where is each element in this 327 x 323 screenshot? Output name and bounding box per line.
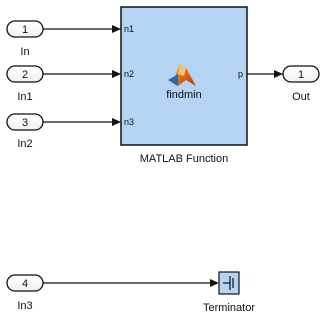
inport-block[interactable]: 1 [6,20,44,38]
arrowhead-icon [112,70,121,78]
matlab-function-block[interactable]: n1 n2 n3 p findmin [120,6,248,146]
inport-number: 4 [22,278,28,290]
inport-number: 3 [22,117,28,129]
terminator-label: Terminator [203,302,255,314]
inport-label: In1 [17,91,32,103]
inport-label: In [20,46,29,58]
matlab-logo-icon [168,64,196,86]
arrowhead-icon [112,118,121,126]
output-port-label: p [238,69,243,79]
arrowhead-icon [112,25,121,33]
function-name: findmin [166,89,201,101]
signal-line[interactable] [43,70,121,78]
outport-number: 1 [298,69,304,81]
signal-line[interactable] [43,118,121,126]
input-port-label: n1 [124,24,134,34]
inport-label: In2 [17,138,32,150]
block-label: MATLAB Function [140,153,228,165]
signal-line[interactable] [43,279,219,287]
inport-block[interactable]: 2 [6,65,44,83]
inport-block[interactable]: 3 [6,113,44,131]
outport-label: Out [292,91,310,103]
terminator-icon [223,276,234,290]
terminator-block[interactable] [218,271,240,295]
inport-label: In3 [17,300,32,312]
inport-block[interactable]: 4 [6,274,44,292]
inport-number: 2 [22,69,28,81]
inport-number: 1 [22,24,28,36]
outport-block[interactable]: 1 [282,65,320,83]
signal-line[interactable] [43,25,121,33]
signal-line[interactable] [247,70,283,78]
arrowhead-icon [274,70,283,78]
input-port-label: n3 [124,117,134,127]
input-port-label: n2 [124,69,134,79]
arrowhead-icon [210,279,219,287]
